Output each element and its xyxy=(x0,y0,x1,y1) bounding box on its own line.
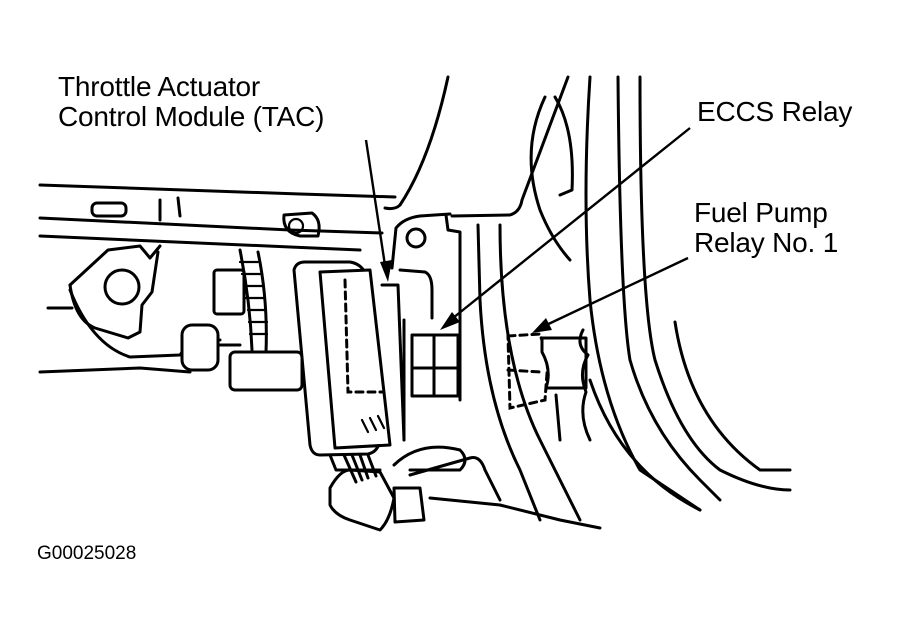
tac-label-line1: Throttle Actuator xyxy=(58,71,261,102)
wire-harness xyxy=(212,248,304,392)
eccs-relay-label: ECCS Relay xyxy=(697,96,853,127)
crossmember xyxy=(38,183,397,252)
leader-arrows xyxy=(364,127,691,333)
bracket-left xyxy=(38,244,242,374)
eccs-arrow-head xyxy=(440,312,460,330)
body-pillar xyxy=(383,75,792,522)
tac-arrow-head xyxy=(380,260,392,282)
fuel-pump-relay-label: Fuel Pump Relay No. 1 xyxy=(694,198,838,258)
fuel-pump-arrow-head xyxy=(532,318,552,333)
harness-connector xyxy=(328,445,602,532)
eccs-leader-line xyxy=(447,127,691,323)
fuel-pump-label-line1: Fuel Pump xyxy=(694,197,828,228)
tac-label: Throttle Actuator Control Module (TAC) xyxy=(58,72,324,132)
fuel-pump-leader-line xyxy=(539,256,689,330)
tac-module xyxy=(292,260,406,472)
figure-id: G00025028 xyxy=(37,543,137,564)
tac-leader-line xyxy=(364,139,388,273)
tac-label-line2: Control Module (TAC) xyxy=(58,101,325,132)
fuel-pump-relay xyxy=(506,328,592,442)
fuel-pump-label-line2: Relay No. 1 xyxy=(694,227,839,258)
relay-block xyxy=(390,212,462,442)
